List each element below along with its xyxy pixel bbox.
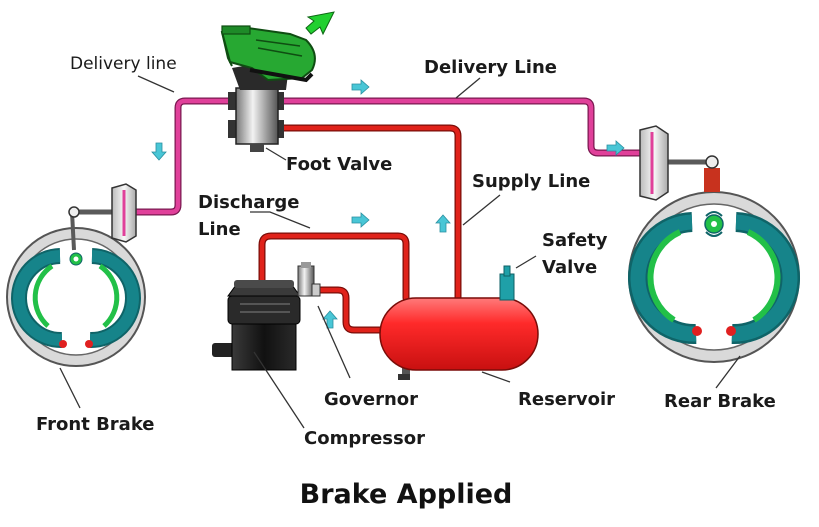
discharge-line-label: Discharge bbox=[198, 192, 299, 213]
front-brake bbox=[6, 227, 146, 367]
flow-arrow-icon bbox=[151, 142, 167, 161]
leader-lines bbox=[59, 75, 741, 429]
compressor-label: Compressor bbox=[304, 428, 425, 449]
flow-arrow-icon bbox=[435, 214, 451, 233]
safety-valve bbox=[499, 265, 515, 301]
rear-brake bbox=[627, 191, 801, 363]
delivery-line-label: Delivery Line bbox=[424, 57, 557, 78]
rear-brake-label: Rear Brake bbox=[664, 391, 776, 412]
cam-icon bbox=[704, 211, 724, 237]
flow-arrow-icon bbox=[322, 310, 338, 329]
compressor bbox=[212, 280, 301, 371]
supply-line-label: Supply Line bbox=[472, 171, 590, 192]
governor-label: Governor bbox=[324, 389, 418, 410]
flow-arrow-icon bbox=[351, 79, 370, 95]
green-arrow-icon bbox=[305, 11, 335, 36]
governor bbox=[297, 262, 321, 297]
boot-icon bbox=[220, 25, 316, 83]
front-brake-chamber bbox=[68, 183, 137, 251]
safety-valve-label: Safety bbox=[542, 230, 608, 251]
rear-brake-chamber bbox=[639, 125, 720, 201]
front-brake-label: Front Brake bbox=[36, 414, 155, 435]
safety-valve-label: Valve bbox=[542, 257, 597, 278]
diagram-title: Brake Applied bbox=[300, 479, 513, 510]
discharge-line-label: Line bbox=[198, 219, 241, 240]
foot-valve-label: Foot Valve bbox=[286, 154, 392, 175]
flow-arrow-icon bbox=[351, 212, 370, 228]
reservoir-label: Reservoir bbox=[518, 389, 615, 410]
delivery-line-label: Delivery line bbox=[70, 54, 177, 74]
reservoir bbox=[379, 297, 539, 380]
